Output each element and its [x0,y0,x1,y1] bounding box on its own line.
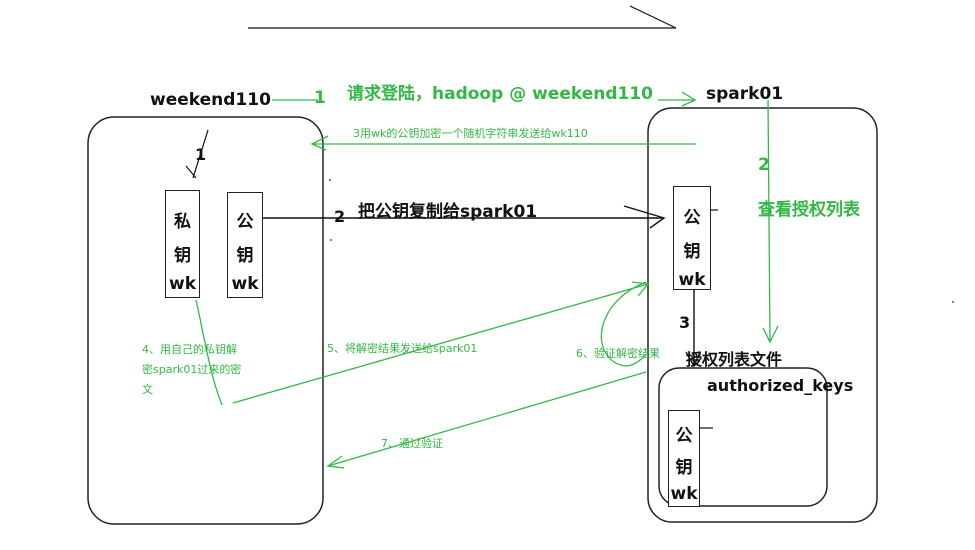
spark01-machine-box [647,107,878,523]
encrypt-return-arrow [310,135,696,151]
step-3-number: 3 [679,313,691,332]
decrypt-step-line-1: 4、用自己的私钥解 [142,343,237,356]
authorized-keys-box [658,367,828,507]
right-public-key-char-3: wk [678,270,706,290]
left-public-key-char-3: wk [231,274,259,294]
pass-step-text: 7、通过验证 [381,437,443,450]
weekend110-machine-box [87,116,324,525]
verify-step-text: 6、验证解密结果 [576,347,660,360]
decorative-dots [329,179,954,303]
auth-file-title: 授权列表文件 [686,350,783,369]
left-step-1-number: 1 [195,145,207,164]
check-step-text: 查看授权列表 [758,200,860,220]
private-key-char-2: 钥 [174,246,191,266]
pass-verification-arrow [326,371,647,469]
right-public-key-char-2: 钥 [683,242,701,262]
left-public-key-box: 公 钥 wk [227,192,263,298]
left-tick-marks [185,129,209,179]
private-key-box: 私 钥 wk [165,190,200,298]
private-key-char-1: 私 [174,212,191,232]
private-key-char-3: wk [168,274,196,294]
spark01-host-label: spark01 [706,84,784,104]
pubkey-to-authfile-arrow [685,288,701,368]
login-step-number: 1 [314,88,326,108]
authorized-public-key-box: 公 钥 wk [668,410,700,507]
auth-file-name: authorized_keys [707,376,854,395]
copy-pubkey-arrow [232,205,666,229]
verify-loop [600,281,647,367]
left-public-key-char-1: 公 [236,212,254,232]
weekend110-host-label: weekend110 [150,90,271,110]
top-stroke [248,5,677,29]
login-step-text: 请求登陆，hadoop @ weekend110 [347,84,654,104]
right-public-key-box: 公 钥 wk [673,186,711,290]
encrypt-step-text: 3用wk的公钥加密一个随机字符串发送给wk110 [353,127,588,140]
authorized-key-char-3: wk [670,484,698,504]
login-request-arrow [272,91,697,107]
left-public-key-char-2: 钥 [236,246,254,266]
right-public-key-char-1: 公 [683,208,701,228]
check-auth-arrow [762,99,779,344]
decrypt-step-line-3: 文 [142,383,153,396]
send-result-step-text: 5、将解密结果发送给spark01 [327,342,478,355]
decrypt-step-line-2: 密spark01过来的密 [142,363,242,376]
decrypt-curve [195,299,223,406]
copy-step-text: 把公钥复制给spark01 [358,202,538,222]
authorized-key-char-1: 公 [675,426,693,446]
send-result-arrow [232,281,650,404]
copy-step-number: 2 [334,207,346,226]
authorized-key-char-2: 钥 [675,458,693,478]
check-step-number: 2 [758,155,770,175]
